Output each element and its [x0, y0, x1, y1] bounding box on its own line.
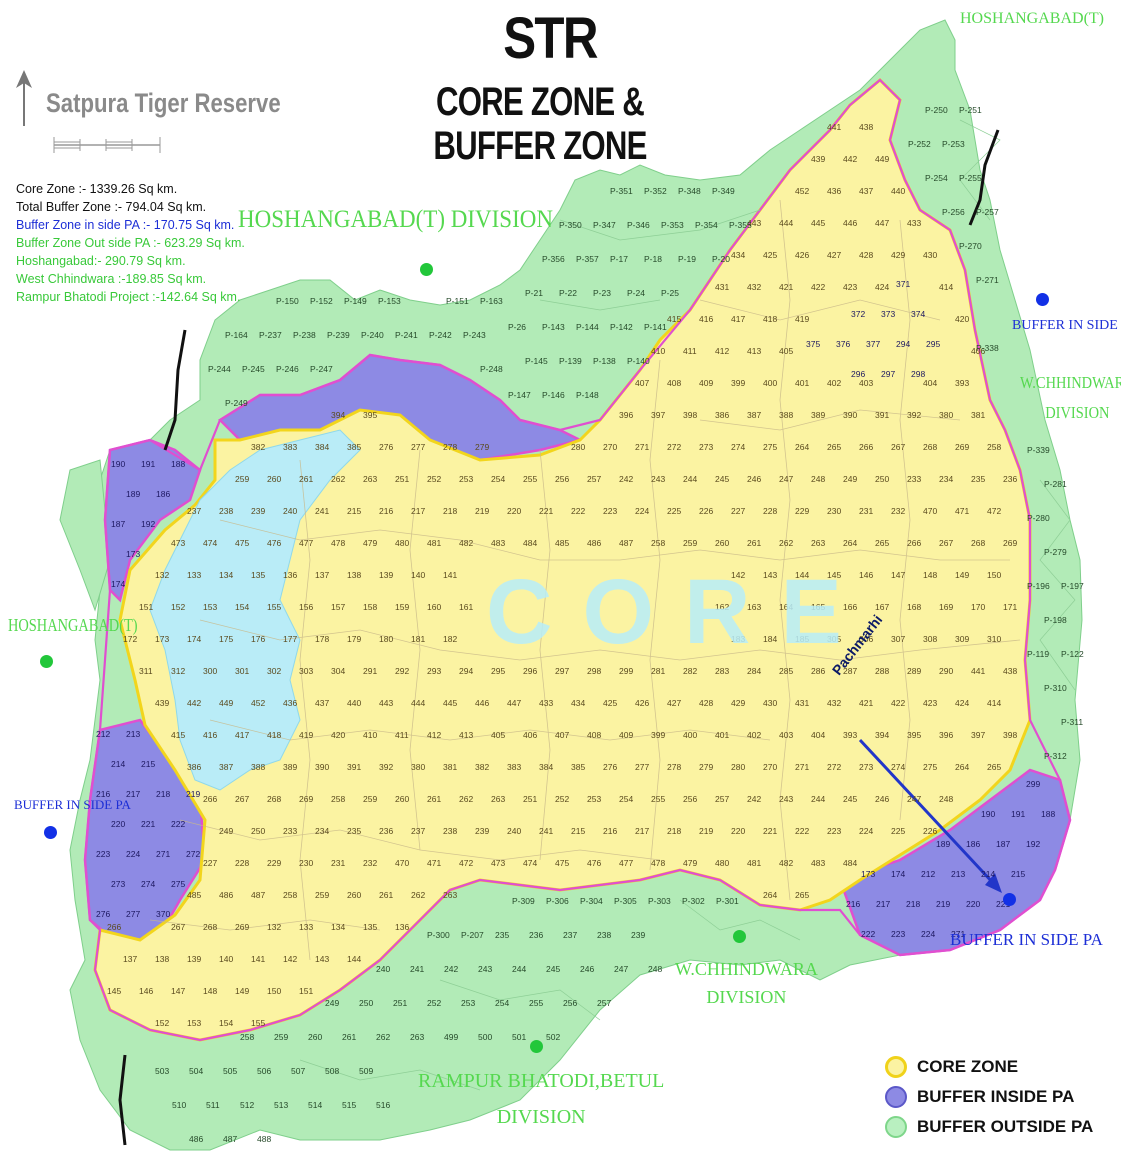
legend-label-outside: BUFFER OUTSIDE PA: [917, 1117, 1094, 1136]
area-statistics: Core Zone :- 1339.26 Sq km. Total Buffer…: [16, 180, 245, 306]
map-subtitle: CORE ZONE & BUFFER ZONE: [433, 80, 647, 168]
stat-west-chhindwara: West Chhindwara :-189.85 Sq km.: [16, 272, 207, 286]
dot-w-chhindwara: [733, 930, 746, 943]
dot-buffer-left: [44, 826, 57, 839]
legend-label-core: CORE ZONE: [917, 1057, 1019, 1076]
arrow-head: [985, 873, 1002, 893]
stat-core-zone: Core Zone :- 1339.26 Sq km.: [16, 182, 178, 196]
label-buffer-inside-left: BUFFER IN SIDE PA: [14, 797, 131, 812]
brand-name: Satpura Tiger Reserve: [46, 88, 281, 118]
compartment-lines: [149, 199, 1021, 961]
label-buffer-inside-top: BUFFER IN SIDE PA: [1012, 318, 1121, 333]
label-rampur: RAMPUR BHATODI,BETUL DIVISION: [418, 1070, 665, 1128]
district-line-south: [118, 1054, 127, 1146]
tawa-reservoir: [149, 429, 361, 791]
label-w-chhindwara-right: W.CHHINDWARA DIVISION: [1020, 373, 1121, 422]
legend-swatch-core: [885, 1056, 907, 1078]
stat-buffer-outside: Buffer Zone Out side PA :- 623.29 Sq km.: [16, 236, 245, 250]
label-w-chhindwara-bottom: W.CHHINDWARA DIVISION: [675, 959, 818, 1007]
outside-lines: [299, 119, 1076, 1091]
legend-swatch-inside: [885, 1086, 907, 1108]
stat-rampur: Rampur Bhatodi Project :-142.64 Sq km.: [16, 290, 241, 304]
legend-core-zone: CORE ZONE: [885, 1052, 1093, 1082]
legend-swatch-outside: [885, 1116, 907, 1138]
map-title: STR: [503, 6, 598, 71]
legend-buffer-outside: BUFFER OUTSIDE PA: [885, 1112, 1093, 1142]
stat-buffer-inside: Buffer Zone in side PA :- 170.75 Sq km.: [16, 218, 235, 232]
dot-hoshangabad-left: [40, 655, 53, 668]
scale-bar-icon: [53, 137, 161, 153]
pachmarhi-arrow: [858, 738, 997, 887]
dot-hoshangabad: [420, 263, 433, 276]
buffer-outside-left: [59, 459, 111, 612]
dot-buffer-bottom: [1003, 893, 1016, 906]
district-line-north: [163, 329, 187, 451]
map-legend: CORE ZONE BUFFER INSIDE PA BUFFER OUTSID…: [885, 1052, 1093, 1142]
label-hoshangabad-division: HOSHANGABAD(T) DIVISION: [238, 206, 553, 233]
pa-boundary: [83, 78, 1072, 1042]
dot-buffer-top: [1036, 293, 1049, 306]
dot-rampur: [530, 1040, 543, 1053]
district-line-northeast: [968, 129, 1000, 226]
label-buffer-inside-bottom: BUFFER IN SIDE PA: [950, 930, 1103, 949]
label-hoshangabad-left: HOSHANGABAD(T): [8, 615, 138, 635]
stat-total-buffer: Total Buffer Zone :- 794.04 Sq km.: [16, 200, 207, 214]
legend-label-inside: BUFFER INSIDE PA: [917, 1087, 1075, 1106]
label-core: CORE: [486, 561, 872, 663]
stat-hoshangabad: Hoshangabad:- 290.79 Sq km.: [16, 254, 186, 268]
north-arrow-icon: [16, 70, 32, 126]
label-hoshangabad-top: HOSHANGABAD(T): [960, 10, 1104, 27]
legend-buffer-inside: BUFFER INSIDE PA: [885, 1082, 1093, 1112]
